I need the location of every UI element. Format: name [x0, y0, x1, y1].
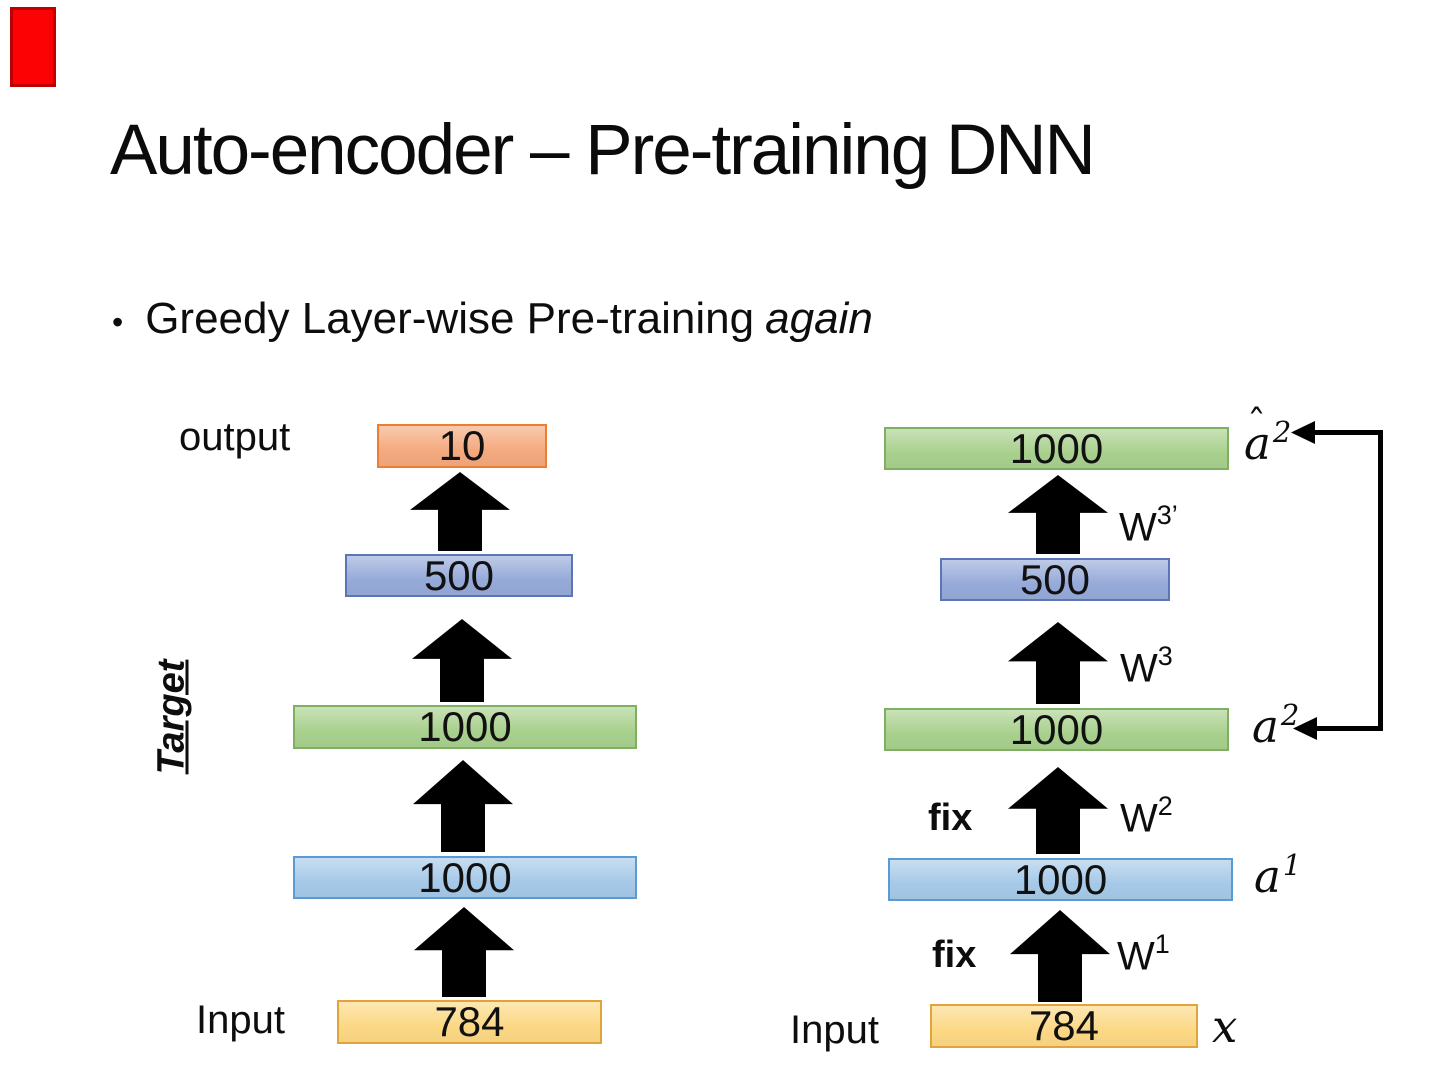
- target-label: Target: [150, 659, 193, 775]
- up-arrow-left-4: [410, 472, 510, 551]
- layer-box-right-1000-mid: 1000: [884, 705, 1229, 753]
- input-label-right: Input: [790, 1008, 879, 1052]
- layer-box-right-500: 500: [940, 555, 1170, 603]
- activation-sup: 2: [1272, 415, 1292, 449]
- hat-accent: ˆ: [1247, 402, 1266, 446]
- layer-value: 500: [423, 551, 495, 599]
- layer-value: 784: [1028, 1002, 1100, 1049]
- connector-bottom-line: [1314, 726, 1383, 731]
- bullet-text-emphasis: again: [765, 294, 873, 343]
- activation-a-2: a2: [1252, 698, 1300, 753]
- up-arrow-left-3: [412, 619, 512, 702]
- layer-box-left-500: 500: [345, 551, 573, 599]
- fix-label-upper: fix: [928, 797, 973, 839]
- up-arrow-right-2: [1008, 767, 1108, 854]
- up-arrow-left-1: [414, 907, 514, 997]
- layer-value: 10: [438, 422, 486, 469]
- layer-box-left-1000-green: 1000: [293, 703, 637, 750]
- slide-title: Auto-encoder – Pre-training DNN: [110, 111, 1096, 190]
- layer-box-right-784: 784: [930, 1002, 1198, 1049]
- layer-value: 500: [1019, 555, 1091, 603]
- up-arrow-right-1: [1010, 910, 1110, 1002]
- layer-value: 784: [434, 998, 505, 1045]
- weight-label-w2: W2: [1120, 791, 1173, 841]
- weight-label-w3prime: W3’: [1119, 500, 1178, 550]
- layer-box-left-10: 10: [377, 422, 547, 469]
- up-arrow-right-4: [1008, 475, 1108, 554]
- up-arrow-left-2: [413, 760, 513, 852]
- connector-top-line: [1312, 430, 1383, 435]
- connector-vertical-line: [1378, 430, 1383, 731]
- activation-base: a: [1244, 417, 1271, 470]
- layer-value: 1000: [418, 853, 512, 901]
- layer-value: 1000: [1013, 855, 1108, 903]
- layer-box-right-1000-top: 1000: [884, 424, 1229, 472]
- input-label-left: Input: [196, 998, 285, 1042]
- red-marker: [10, 7, 56, 87]
- up-arrow-right-3: [1008, 622, 1108, 704]
- layer-value: 1000: [1009, 705, 1104, 753]
- activation-x: x: [1212, 1000, 1237, 1053]
- weight-label-w3: W3: [1120, 641, 1173, 691]
- layer-box-left-784: 784: [337, 998, 602, 1045]
- layer-value: 1000: [1009, 424, 1104, 472]
- activation-base: x: [1212, 1000, 1238, 1053]
- activation-sup: 2: [1280, 698, 1300, 732]
- fix-label-lower: fix: [932, 934, 977, 976]
- connector-top-arrowhead: [1291, 421, 1315, 444]
- bullet-glyph: •: [112, 304, 124, 340]
- layer-value: 1000: [418, 703, 512, 750]
- layer-box-right-1000-blue: 1000: [888, 855, 1233, 903]
- activation-a-1: a1: [1254, 848, 1302, 903]
- activation-base: a: [1252, 700, 1279, 753]
- layer-box-left-1000-blue: 1000: [293, 853, 637, 901]
- output-label: output: [179, 415, 291, 459]
- weight-label-w1: W1: [1117, 929, 1170, 979]
- activation-sup: 1: [1282, 848, 1302, 882]
- bullet-text-main: Greedy Layer-wise Pre-training: [145, 294, 755, 343]
- activation-base: a: [1254, 850, 1281, 903]
